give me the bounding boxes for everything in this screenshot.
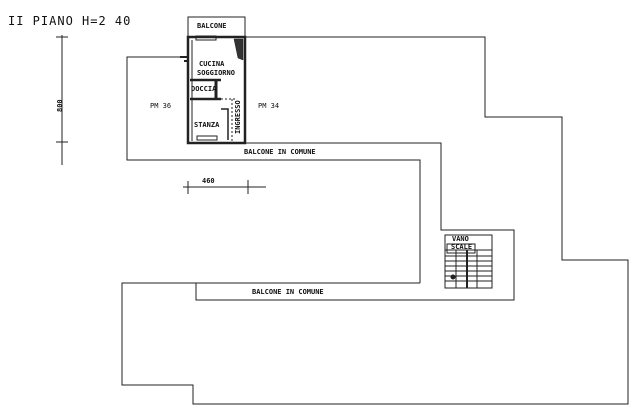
dimension-vertical-label: 800 xyxy=(56,99,64,112)
dimension-horizontal xyxy=(183,180,266,194)
room-balcone: BALCONE xyxy=(197,22,227,30)
unit-pm34-label: PM 34 xyxy=(258,102,280,110)
room-doccia: DOCCIA xyxy=(191,85,217,93)
room-ingresso: INGRESSO xyxy=(234,100,242,134)
stair-vano-label: VANO xyxy=(452,235,469,243)
balcone-comune-upper: BALCONE IN COMUNE xyxy=(244,148,316,156)
balcone-comune-lower: BALCONE IN COMUNE xyxy=(252,288,324,296)
floor-title: II PIANO H=2 40 xyxy=(8,14,132,28)
stair-well xyxy=(444,234,493,289)
stair-scale-label: SCALE xyxy=(451,243,473,251)
corridor-outline xyxy=(195,142,515,301)
dimension-vertical xyxy=(56,35,68,165)
unit-pm34-outline xyxy=(121,36,629,405)
unit-pm36-outline xyxy=(126,56,421,283)
apartment xyxy=(180,16,247,145)
unit-pm36-label: PM 36 xyxy=(150,102,172,110)
room-stanza: STANZA xyxy=(194,121,220,129)
room-soggiorno: SOGGIORNO xyxy=(197,69,235,77)
dimension-horizontal-label: 460 xyxy=(202,177,215,185)
room-cucina: CUCINA xyxy=(199,60,225,68)
